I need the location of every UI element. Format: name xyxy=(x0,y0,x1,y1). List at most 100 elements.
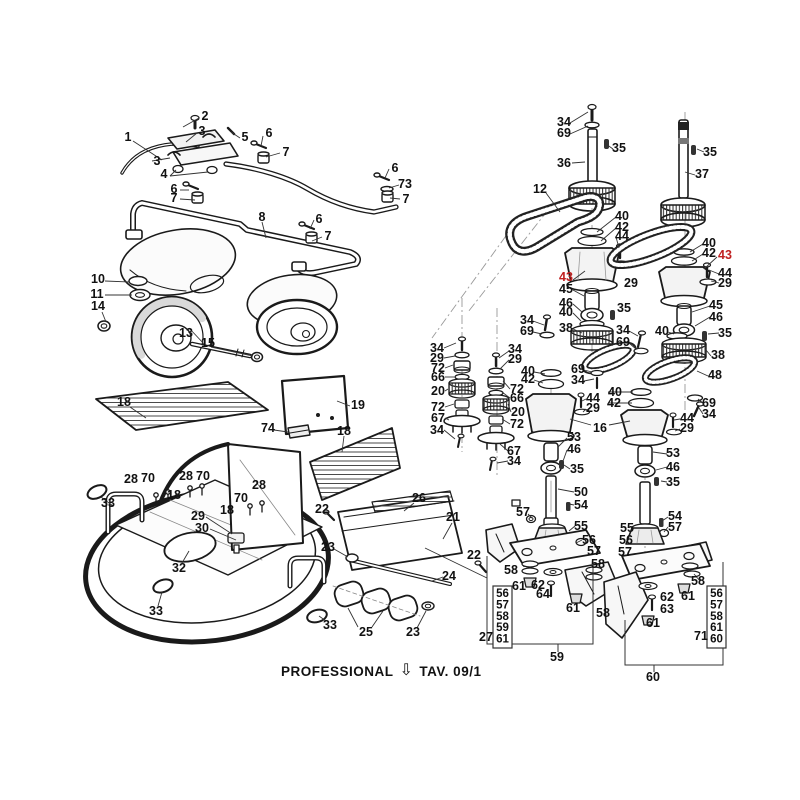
leader-line xyxy=(129,406,147,419)
leader-line xyxy=(628,342,637,350)
part-number-label: 21 xyxy=(446,510,460,524)
part-number-label: 35 xyxy=(666,475,680,489)
deck-hole xyxy=(163,531,217,563)
part-number-label: 38 xyxy=(711,348,725,362)
part-number-label: 40 xyxy=(615,209,629,223)
leader-line xyxy=(661,516,669,522)
leader-line xyxy=(499,359,510,370)
part-number-label: 43 xyxy=(718,248,732,262)
leader-line xyxy=(698,407,704,415)
part-number-label: 67 xyxy=(507,444,521,458)
part-number-label: 34 xyxy=(508,342,522,356)
leader-line xyxy=(501,418,511,425)
part-number-label: 43 xyxy=(559,270,573,284)
part-number-label: 34 xyxy=(520,313,534,327)
part-number-label: 58 xyxy=(504,563,518,577)
part-number-label: 40 xyxy=(655,324,669,338)
leader-line xyxy=(572,289,585,297)
part-number-label: 58 xyxy=(691,574,705,588)
part-number-label: 6 xyxy=(266,126,273,140)
spindle-right-upper xyxy=(658,119,717,418)
part-number-label: 40 xyxy=(559,305,573,319)
part-number-label: 7 xyxy=(283,145,290,159)
part-number-label: 4 xyxy=(161,167,168,181)
part-number-label: 42 xyxy=(702,246,716,260)
part-number-label: 29 xyxy=(191,509,205,523)
idler-stack-2 xyxy=(477,352,515,471)
caster-wheel-left xyxy=(119,228,237,302)
skid-plate-left xyxy=(95,381,269,431)
part-number-label: 28 xyxy=(124,472,138,486)
leader-line xyxy=(563,464,571,470)
leader-line xyxy=(568,503,575,506)
part-number-label: 38 xyxy=(559,321,573,335)
leader-line xyxy=(707,332,720,335)
part-list-outside-label: 71 xyxy=(694,629,708,643)
part-list-item: 58 xyxy=(710,611,723,623)
leader-line xyxy=(583,369,593,373)
leader-line xyxy=(545,192,561,213)
part-number-label: 16 xyxy=(593,421,607,435)
leader-line xyxy=(596,216,617,233)
part-number-label: 69 xyxy=(520,324,534,338)
part-number-label: 50 xyxy=(574,485,588,499)
part-number-label: 55 xyxy=(574,519,588,533)
leader-line xyxy=(403,502,415,512)
leader-line xyxy=(673,418,681,421)
leader-line xyxy=(696,148,705,153)
leader-line xyxy=(179,198,196,201)
leader-line xyxy=(499,443,509,452)
o-ring xyxy=(86,484,108,500)
part-number-label: 61 xyxy=(681,589,695,603)
part-number-label: 34 xyxy=(557,115,571,129)
part-number-label: 19 xyxy=(351,398,365,412)
leader-line xyxy=(442,522,453,540)
leader-line xyxy=(182,117,200,128)
part-number-label: 69 xyxy=(571,362,585,376)
leader-line xyxy=(311,236,323,242)
group-bracket xyxy=(486,556,594,645)
part-number-label: 1 xyxy=(125,130,132,144)
part-number-label: 70 xyxy=(234,491,248,505)
group-label: 60 xyxy=(646,670,660,684)
part-number-label: 58 xyxy=(591,557,605,571)
leader-line xyxy=(336,400,351,407)
part-number-label: 6 xyxy=(171,182,178,196)
rollers xyxy=(332,580,421,622)
leader-line xyxy=(684,171,696,176)
leader-line xyxy=(273,429,289,433)
part-number-label: 57 xyxy=(516,505,530,519)
part-number-label: 44 xyxy=(718,266,732,280)
part-number-label: 72 xyxy=(510,382,524,396)
leader-line xyxy=(575,539,583,544)
part-number-label: 46 xyxy=(709,310,723,324)
mower-deck xyxy=(83,442,521,645)
leader-line xyxy=(384,168,390,179)
part-number-label: 34 xyxy=(616,323,630,337)
rubber-foot-61 xyxy=(641,615,655,626)
leader-line xyxy=(498,350,510,359)
part-number-label: 42 xyxy=(615,220,629,234)
leader-line xyxy=(501,391,511,399)
part-number-label: 54 xyxy=(668,509,682,523)
leader-line xyxy=(181,550,190,564)
part-number-label: 8 xyxy=(259,210,266,224)
part-list-item: 56 xyxy=(496,588,509,600)
roller-channel xyxy=(337,490,463,571)
leader-line xyxy=(572,303,583,313)
part-number-label: 2 xyxy=(202,109,209,123)
leader-line xyxy=(443,355,456,359)
timing-belts xyxy=(505,192,699,390)
leader-line xyxy=(527,513,533,519)
leader-line xyxy=(424,547,488,579)
part-number-label: 18 xyxy=(167,488,181,502)
leader-line xyxy=(265,152,281,158)
part-number-label: 34 xyxy=(571,373,585,387)
leader-line xyxy=(104,280,131,283)
leader-line xyxy=(571,161,586,164)
blade-holder-55 xyxy=(625,527,665,545)
leader-line xyxy=(347,607,359,628)
